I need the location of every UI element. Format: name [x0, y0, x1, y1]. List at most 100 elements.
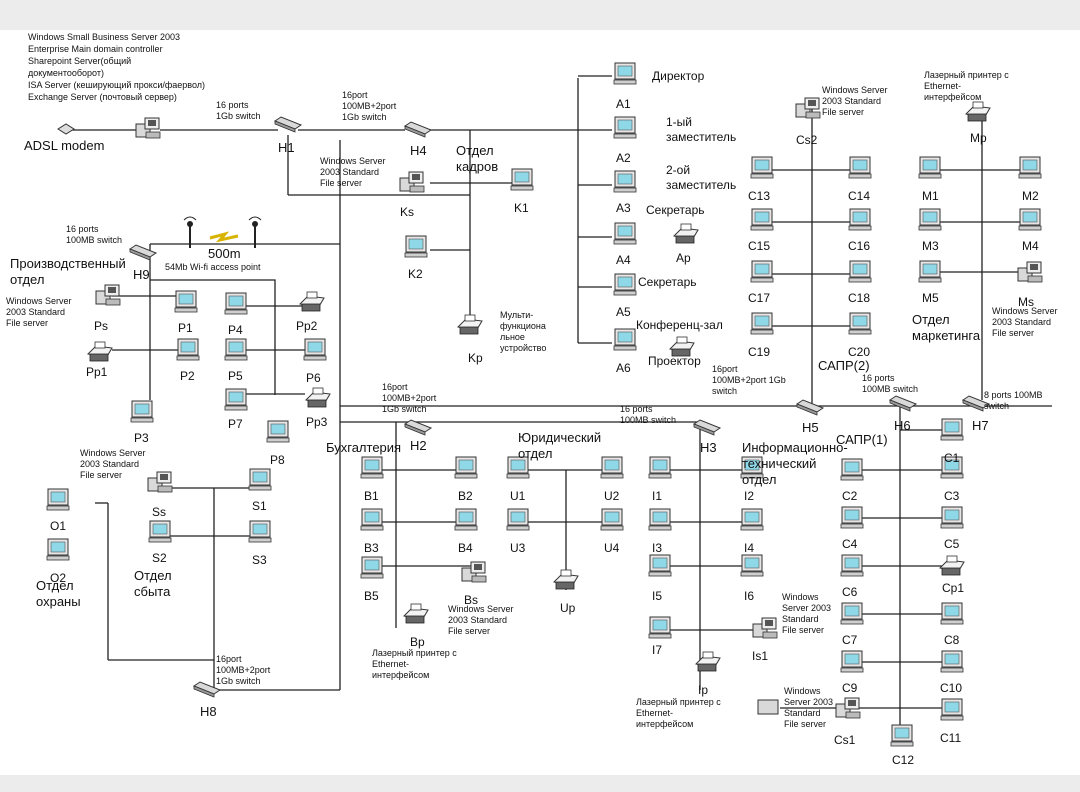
computer-c4-icon[interactable] [840, 506, 864, 529]
printer-kp-icon[interactable] [457, 314, 483, 335]
computer-c16-icon[interactable] [848, 208, 872, 231]
computer-c5-icon[interactable] [940, 506, 964, 529]
computer-c17-icon[interactable] [750, 260, 774, 283]
server-ss-icon[interactable] [147, 471, 173, 493]
switch-icon[interactable] [273, 116, 303, 133]
computer-c13-icon[interactable] [750, 156, 774, 179]
switch-icon[interactable] [403, 121, 433, 138]
computer-a3-icon[interactable] [613, 170, 637, 193]
computer-c6-icon[interactable] [840, 554, 864, 577]
server-ks-icon[interactable] [399, 171, 425, 193]
computer-i6-icon[interactable] [740, 554, 764, 577]
switch-icon[interactable] [961, 395, 991, 412]
computer-m1-icon[interactable] [918, 156, 942, 179]
note-is1-server: Standard [782, 614, 819, 624]
computer-b2-icon[interactable] [454, 456, 478, 479]
computer-c7-icon[interactable] [840, 602, 864, 625]
computer-i4-icon[interactable] [740, 508, 764, 531]
computer-c20-icon[interactable] [848, 312, 872, 335]
computer-c19-icon[interactable] [750, 312, 774, 335]
server-icon[interactable] [135, 117, 161, 139]
computer-s3-icon[interactable] [248, 520, 272, 543]
computer-c10-icon[interactable] [940, 650, 964, 673]
note-ms-server: File server [992, 328, 1034, 338]
printer-cp1-icon[interactable] [939, 555, 965, 576]
computer-b5-icon[interactable] [360, 556, 384, 579]
computer-p5-icon[interactable] [224, 338, 248, 361]
server-ps-icon[interactable] [95, 284, 121, 306]
computer-p1-icon[interactable] [174, 290, 198, 313]
switch-icon[interactable] [192, 681, 222, 698]
computer-a5-icon[interactable] [613, 273, 637, 296]
computer-i1-icon[interactable] [648, 456, 672, 479]
computer-a2-icon[interactable] [613, 116, 637, 139]
computer-c15-icon[interactable] [750, 208, 774, 231]
computer-c12-icon[interactable] [890, 724, 914, 747]
computer-b1-icon[interactable] [360, 456, 384, 479]
computer-m5-icon[interactable] [918, 260, 942, 283]
computer-u4-icon[interactable] [600, 508, 624, 531]
computer-i3-icon[interactable] [648, 508, 672, 531]
computer-c8-icon[interactable] [940, 602, 964, 625]
department-ohrana: Отдел [36, 578, 74, 593]
printer-mp-icon[interactable] [965, 101, 991, 122]
printer-proj-icon[interactable] [669, 336, 695, 357]
computer-b3-icon[interactable] [360, 508, 384, 531]
computer-a1-icon[interactable] [613, 62, 637, 85]
printer-ip-icon[interactable] [695, 651, 721, 672]
computer-i2-icon[interactable] [740, 456, 764, 479]
computer-s2-icon[interactable] [148, 520, 172, 543]
computer-c18-icon[interactable] [848, 260, 872, 283]
computer-m4-icon[interactable] [1018, 208, 1042, 231]
computer-i7-icon[interactable] [648, 616, 672, 639]
computer-k2-icon[interactable] [404, 235, 428, 258]
server-cs1-icon[interactable] [835, 697, 861, 719]
computer-label-u2: U2 [604, 489, 620, 503]
switch-icon[interactable] [795, 399, 825, 416]
computer-s1-icon[interactable] [248, 468, 272, 491]
computer-p2-icon[interactable] [176, 338, 200, 361]
printer-bp-icon[interactable] [403, 603, 429, 624]
computer-p6-icon[interactable] [303, 338, 327, 361]
switch-icon[interactable] [128, 244, 158, 261]
computer-a4-icon[interactable] [613, 222, 637, 245]
computer-c11-icon[interactable] [940, 698, 964, 721]
computer-c3-icon[interactable] [940, 456, 964, 479]
server-is1-icon[interactable] [752, 617, 778, 639]
computer-m2-icon[interactable] [1018, 156, 1042, 179]
computer-u2-icon[interactable] [600, 456, 624, 479]
computer-o2-icon[interactable] [46, 538, 70, 561]
printer-up-icon[interactable] [553, 569, 579, 590]
computer-c1-icon[interactable] [940, 418, 964, 441]
computer-c14-icon[interactable] [848, 156, 872, 179]
computer-p4-icon[interactable] [224, 292, 248, 315]
hub-desc-h7: switch [984, 401, 1009, 411]
switch-icon[interactable] [403, 419, 433, 436]
computer-u1-icon[interactable] [506, 456, 530, 479]
computer-label-m2: M2 [1022, 189, 1039, 203]
computer-m3-icon[interactable] [918, 208, 942, 231]
printer-ap-icon[interactable] [673, 223, 699, 244]
computer-p3-icon[interactable] [130, 400, 154, 423]
switch-icon[interactable] [888, 395, 918, 412]
computer-p8-icon[interactable] [266, 420, 290, 443]
computer-u3-icon[interactable] [506, 508, 530, 531]
computer-b4-icon[interactable] [454, 508, 478, 531]
computer-o1-icon[interactable] [46, 488, 70, 511]
printer-pp3-icon[interactable] [305, 387, 331, 408]
switch-icon[interactable] [692, 419, 722, 436]
server-cs2-icon[interactable] [795, 97, 821, 119]
computer-a6-icon[interactable] [613, 328, 637, 351]
server-ms-icon[interactable] [1017, 261, 1043, 283]
printer-pp1-icon[interactable] [87, 341, 113, 362]
computer-p7-icon[interactable] [224, 388, 248, 411]
hub-label-h2: H2 [410, 438, 427, 453]
printer-pp2-icon[interactable] [299, 291, 325, 312]
computer-label-m3: M3 [922, 239, 939, 253]
computer-c2-icon[interactable] [840, 458, 864, 481]
computer-k1-icon[interactable] [510, 168, 534, 191]
computer-i5-icon[interactable] [648, 554, 672, 577]
server-bs-icon[interactable] [461, 561, 487, 583]
adsl-modem-icon[interactable] [57, 123, 75, 135]
computer-c9-icon[interactable] [840, 650, 864, 673]
